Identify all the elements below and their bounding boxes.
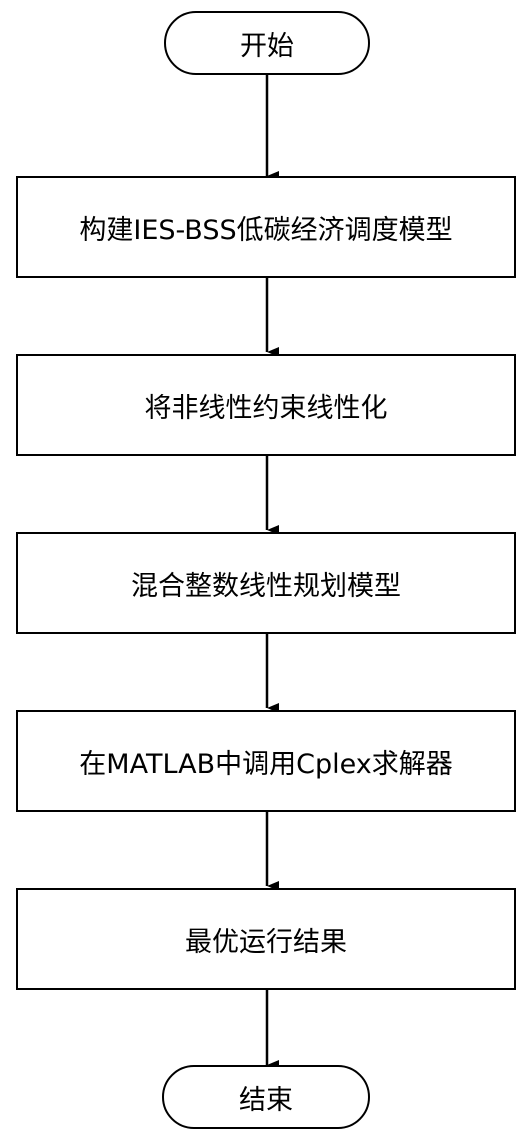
end-terminal: 结束 <box>162 1065 370 1129</box>
end-label: 结束 <box>239 1084 293 1116</box>
step-optimal-result: 最优运行结果 <box>16 888 516 990</box>
step-call-cplex-solver-label: 在MATLAB中调用Cplex求解器 <box>79 748 453 780</box>
step-linearize-constraints: 将非线性约束线性化 <box>16 354 516 456</box>
start-label: 开始 <box>240 30 294 62</box>
step-milp-model-label: 混合整数线性规划模型 <box>131 570 401 602</box>
step-linearize-constraints-label: 将非线性约束线性化 <box>144 392 388 424</box>
step-milp-model: 混合整数线性规划模型 <box>16 532 516 634</box>
step-call-cplex-solver: 在MATLAB中调用Cplex求解器 <box>16 710 516 812</box>
step-build-model-label: 构建IES-BSS低碳经济调度模型 <box>79 214 453 246</box>
start-terminal: 开始 <box>164 11 370 75</box>
step-optimal-result-label: 最优运行结果 <box>185 926 347 958</box>
step-build-model: 构建IES-BSS低碳经济调度模型 <box>16 176 516 278</box>
